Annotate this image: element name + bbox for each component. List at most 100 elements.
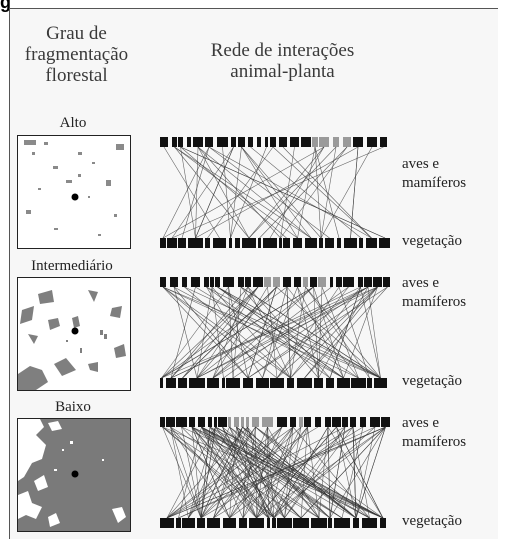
animal-node xyxy=(228,417,231,427)
animal-node xyxy=(279,137,287,147)
interaction-link xyxy=(162,286,359,379)
interaction-link xyxy=(161,286,229,379)
animal-node xyxy=(178,137,183,147)
animal-node xyxy=(248,137,253,147)
animal-node xyxy=(204,277,209,287)
interaction-link xyxy=(320,146,337,239)
interaction-link xyxy=(181,426,384,519)
animal-node xyxy=(264,277,271,287)
interaction-link xyxy=(247,286,378,379)
animal-node xyxy=(187,137,191,147)
plant-node xyxy=(297,378,312,388)
plants-label: vegetação xyxy=(402,233,462,249)
animal-node xyxy=(198,417,205,427)
interaction-link xyxy=(166,426,248,519)
interaction-link xyxy=(213,426,364,519)
interaction-link xyxy=(327,426,384,519)
interaction-link xyxy=(213,426,294,519)
plant-node xyxy=(287,378,294,388)
animal-node xyxy=(332,417,341,427)
interaction-link xyxy=(290,286,306,379)
animal-node xyxy=(160,137,168,147)
interaction-link xyxy=(355,426,376,519)
label-line: mamíferos xyxy=(402,294,467,310)
interaction-link xyxy=(327,426,331,519)
interaction-link xyxy=(273,426,329,519)
interaction-link xyxy=(236,426,269,519)
interaction-link xyxy=(229,426,294,519)
plant-node xyxy=(166,378,176,388)
animal-node xyxy=(370,417,380,427)
interaction-link xyxy=(247,286,388,379)
interaction-link xyxy=(200,426,216,519)
interaction-link xyxy=(305,286,370,379)
plant-node xyxy=(249,518,264,528)
interaction-link xyxy=(191,426,257,519)
interaction-link xyxy=(166,426,319,519)
label-line: aves e xyxy=(402,275,440,291)
interaction-link xyxy=(209,426,384,519)
animal-node xyxy=(160,277,166,287)
plant-node xyxy=(334,518,350,528)
interaction-link xyxy=(300,426,386,519)
column-header-fragmentation: Grau de fragmentação florestal xyxy=(14,23,139,86)
interaction-link xyxy=(201,426,302,519)
animal-node xyxy=(191,277,200,287)
level-label-alto: Alto xyxy=(59,115,87,131)
interaction-link xyxy=(297,146,316,239)
animal-node xyxy=(380,137,387,147)
animal-node xyxy=(262,417,273,427)
interaction-link xyxy=(352,426,357,519)
plant-node xyxy=(188,238,203,248)
interaction-link xyxy=(320,146,373,239)
interaction-link xyxy=(242,426,283,519)
interaction-link xyxy=(170,286,259,379)
plant-node xyxy=(160,518,174,528)
interaction-link xyxy=(269,146,325,239)
animal-node xyxy=(176,417,187,427)
interaction-link xyxy=(242,426,256,519)
plant-node xyxy=(362,518,377,528)
animal-node xyxy=(166,417,175,427)
interaction-link xyxy=(207,146,274,239)
interaction-link xyxy=(178,426,202,519)
plant-node xyxy=(229,238,232,248)
plant-node xyxy=(351,378,366,388)
interaction-link xyxy=(250,146,362,239)
interaction-link xyxy=(170,426,189,519)
animal-node xyxy=(290,137,299,147)
interaction-link xyxy=(307,426,320,519)
interaction-link xyxy=(259,146,348,239)
interaction-link xyxy=(197,146,312,239)
network-alto xyxy=(160,134,390,250)
interaction-link xyxy=(171,146,234,239)
network-baixo xyxy=(160,414,390,530)
interaction-link xyxy=(211,286,224,379)
plant-node xyxy=(205,238,210,248)
interaction-link xyxy=(229,426,308,519)
interaction-link xyxy=(352,426,370,519)
animal-node xyxy=(208,417,212,427)
animal-node xyxy=(214,417,217,427)
plant-node xyxy=(293,518,309,528)
animal-node xyxy=(364,277,372,287)
interaction-link xyxy=(300,426,308,519)
interaction-link xyxy=(161,286,259,379)
interaction-link xyxy=(191,426,275,519)
interaction-link xyxy=(180,146,386,239)
interaction-link xyxy=(217,286,359,379)
plant-node xyxy=(328,518,332,528)
plant-node xyxy=(380,518,386,528)
animal-node xyxy=(310,277,317,287)
animal-node xyxy=(283,277,291,287)
interaction-link xyxy=(242,426,357,519)
interaction-link xyxy=(206,286,331,379)
plant-node xyxy=(353,518,359,528)
animal-node xyxy=(252,417,259,427)
animal-node xyxy=(303,277,308,287)
animal-node xyxy=(343,277,354,287)
plant-node xyxy=(325,238,334,248)
animal-node xyxy=(241,417,244,427)
interaction-link xyxy=(276,286,378,379)
animal-node xyxy=(277,417,287,427)
